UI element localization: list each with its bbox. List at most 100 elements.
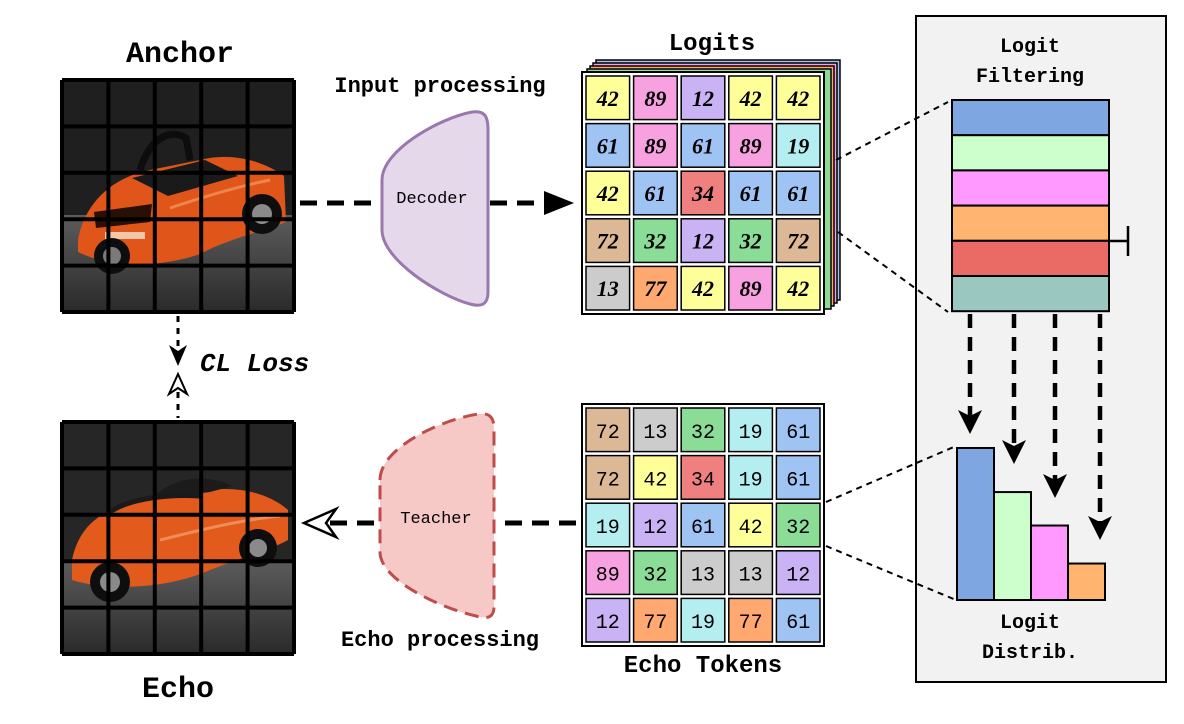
logit-cell (775, 170, 821, 216)
echo-token-cell (728, 454, 774, 500)
echo-token-cell (585, 502, 631, 548)
logit-value: 42 (739, 86, 762, 111)
logit-cell (585, 265, 631, 311)
cl-loss-arrowhead-up (166, 371, 190, 397)
echo-token-value: 12 (643, 517, 667, 540)
logit-cell (728, 265, 774, 311)
echo-token-cell (632, 407, 678, 453)
zoom-line-top-lower (837, 231, 949, 313)
echo-token-cell (585, 407, 631, 453)
cl-loss-arrowhead-down (169, 345, 187, 366)
echo-token-cell (680, 454, 726, 500)
logit-value: 61 (644, 181, 666, 206)
cl-loss-label: CL Loss (200, 349, 309, 379)
echo-token-value: 32 (786, 517, 810, 540)
logit-cell (632, 122, 678, 168)
echo-tokens-title: Echo Tokens (624, 653, 782, 680)
decoder-shape (380, 110, 490, 307)
echo-token-value: 19 (739, 422, 763, 445)
echo-token-cell (632, 597, 678, 643)
echo-token-cell (680, 407, 726, 453)
echo-token-value: 12 (596, 612, 620, 635)
zoom-line-bottom-upper (825, 445, 957, 503)
logit-value: 61 (787, 181, 809, 206)
logit-value: 13 (597, 276, 619, 301)
down-arrowhead (1002, 440, 1026, 464)
logit-cell (775, 218, 821, 264)
echo-token-value: 61 (786, 612, 810, 635)
anchor-title: Anchor (126, 38, 234, 72)
logit-cell (632, 75, 678, 121)
distribution-bar (993, 491, 1032, 601)
echo-token-value: 61 (786, 469, 810, 492)
decoder-label: Decoder (396, 190, 467, 209)
logit-distrib-title-line1: Logit (1000, 612, 1060, 635)
logit-cell (680, 122, 726, 168)
anchor-patch-grid (60, 78, 296, 314)
echo-token-value: 72 (596, 469, 620, 492)
logit-cell (680, 170, 726, 216)
logit-value: 12 (692, 86, 714, 111)
logit-value: 42 (596, 86, 619, 111)
teacher-label: Teacher (400, 510, 471, 529)
teacher-to-echo-arrowhead (300, 506, 340, 540)
echo-token-cell (585, 454, 631, 500)
anchor-image (62, 80, 294, 312)
echo-token-cell (632, 454, 678, 500)
logit-value: 42 (691, 276, 714, 301)
input-processing-label: Input processing (334, 74, 545, 99)
logit-value: 61 (597, 133, 619, 158)
echo-token-value: 19 (691, 612, 715, 635)
filter-bar (951, 275, 1110, 313)
echo-token-value: 32 (691, 422, 715, 445)
echo-token-cell (775, 454, 821, 500)
logit-value: 89 (644, 133, 666, 158)
logit-cell (680, 265, 726, 311)
logit-value: 34 (691, 181, 714, 206)
echo-token-cell (728, 407, 774, 453)
filter-bar (951, 134, 1110, 172)
logit-cell (632, 265, 678, 311)
echo-token-value: 42 (643, 469, 667, 492)
logit-value: 61 (740, 181, 762, 206)
echo-token-value: 13 (691, 565, 715, 588)
filter-bar (951, 204, 1110, 242)
logit-value: 89 (740, 276, 762, 301)
echo-token-cell (775, 502, 821, 548)
logit-value: 32 (739, 229, 762, 254)
filter-to-distribution-arrows (958, 314, 1112, 540)
logit-value: 72 (597, 229, 619, 254)
echo-token-cell (728, 550, 774, 596)
filter-bar (951, 169, 1110, 207)
echo-token-value: 34 (691, 469, 715, 492)
echo-token-value: 77 (739, 612, 763, 635)
logit-value: 77 (644, 276, 667, 301)
logit-value: 12 (692, 229, 714, 254)
logit-cell (728, 122, 774, 168)
echo-token-cell (680, 550, 726, 596)
echo-token-cell (632, 550, 678, 596)
logit-value: 42 (786, 276, 809, 301)
logit-cell (775, 75, 821, 121)
logit-cell (632, 170, 678, 216)
logit-cell (728, 75, 774, 121)
logit-value: 61 (692, 133, 714, 158)
logit-cell (680, 218, 726, 264)
echo-token-cell (775, 407, 821, 453)
echo-title: Echo (142, 673, 214, 707)
decoder-to-logits-arrowhead (544, 191, 574, 215)
zoom-line-bottom-lower (825, 545, 957, 601)
logit-value: 89 (740, 133, 762, 158)
logit-cell (728, 170, 774, 216)
echo-patch-grid (60, 420, 296, 656)
logit-value: 42 (596, 181, 619, 206)
logit-filtering-title-line1: Logit (1000, 36, 1060, 59)
logit-value: 72 (787, 229, 809, 254)
echo-token-value: 42 (739, 517, 763, 540)
echo-token-value: 12 (786, 565, 810, 588)
logit-distribution-chart (956, 447, 1106, 602)
echo-processing-label: Echo processing (341, 628, 539, 653)
echo-token-cell (775, 550, 821, 596)
echo-token-cell (585, 597, 631, 643)
